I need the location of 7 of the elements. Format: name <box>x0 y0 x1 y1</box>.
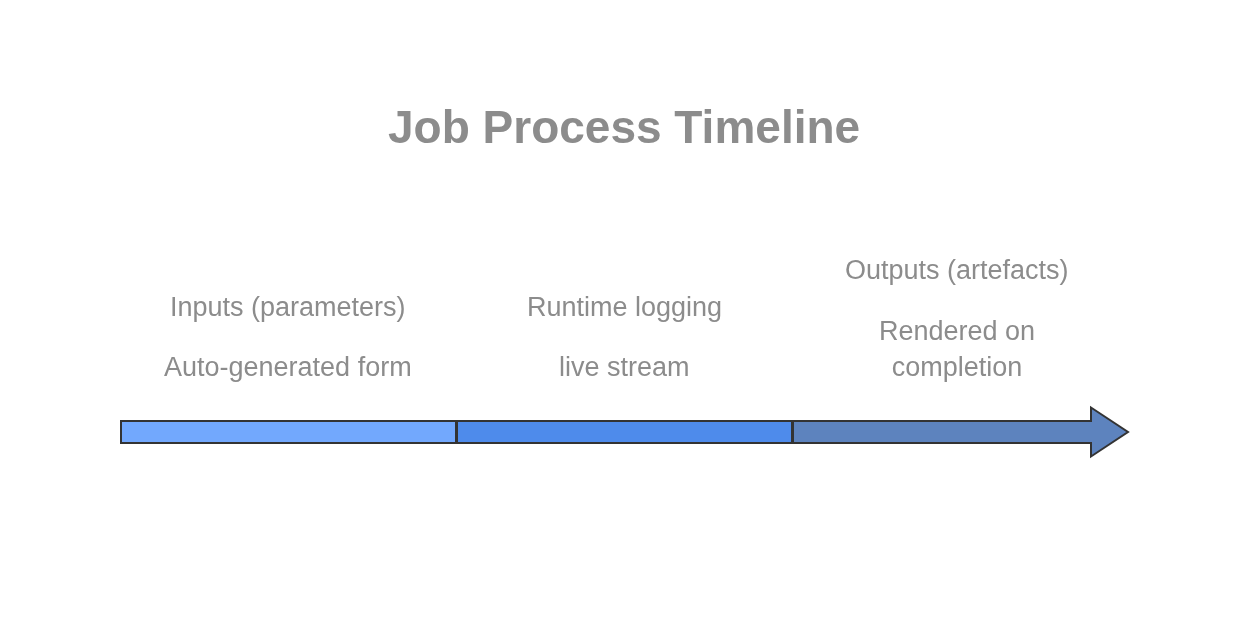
stage-heading: Inputs (parameters) <box>170 291 406 324</box>
stage-heading: Runtime logging <box>527 291 723 324</box>
stage-description: live stream <box>559 351 690 384</box>
stage-heading: Outputs (artefacts) <box>845 254 1069 287</box>
stage-description: Auto-generated form <box>164 351 412 384</box>
diagram-title: Job Process Timeline <box>388 100 861 154</box>
stage-description: Rendered on completion <box>877 315 1037 384</box>
